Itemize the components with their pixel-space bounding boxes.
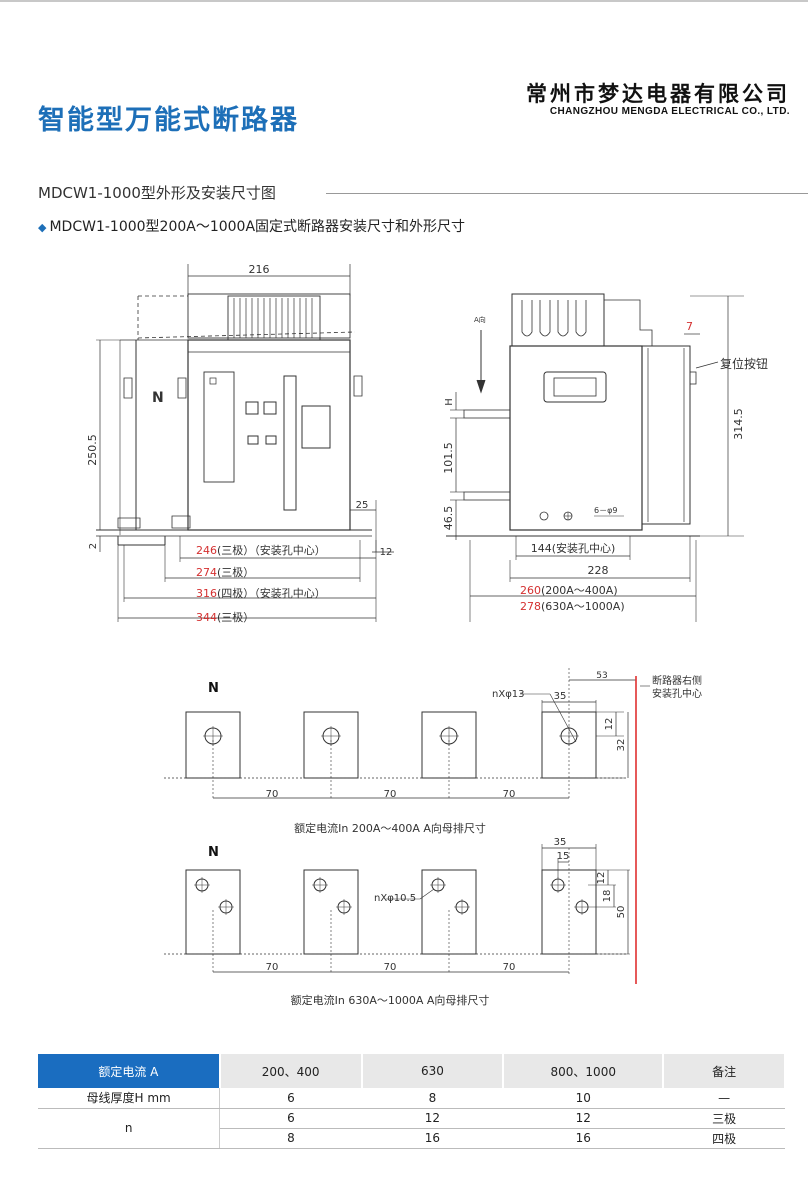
- busbar-200-400: [164, 668, 650, 800]
- dim-12: 12: [380, 547, 393, 558]
- busbar2-hole-label: nXφ10.5: [374, 893, 416, 904]
- busbar-630-1000: [164, 844, 630, 974]
- table-header-cell: 额定电流 A: [38, 1054, 221, 1088]
- dim-316-num: 316: [196, 587, 217, 600]
- table-cell: 8: [219, 1128, 362, 1149]
- dim-46-5: 46.5: [442, 506, 455, 531]
- dim-278-num: 278: [520, 600, 541, 613]
- busbar2-dim-50: 50: [616, 906, 627, 919]
- spec-table: 额定电流 A 200、400 630 800、1000 备注 母线厚度H mm …: [38, 1054, 786, 1149]
- dim-246-num: 246: [196, 544, 217, 557]
- busbar1-dim-32: 32: [616, 739, 627, 752]
- dim-7: 7: [686, 320, 693, 333]
- holes-6-phi-9: 6－φ9: [594, 506, 617, 515]
- busbar1-spacing-1: 70: [266, 789, 279, 800]
- table-row: 8 16 16 四极: [38, 1128, 785, 1149]
- dim-250-5: 250.5: [86, 434, 99, 466]
- page-title: 智能型万能式断路器: [38, 105, 299, 136]
- table-cell: 6: [219, 1088, 362, 1109]
- table-row: 母线厚度H mm 6 8 10 —: [38, 1088, 785, 1109]
- table-cell: 四极: [663, 1128, 785, 1149]
- table-cell: 16: [361, 1128, 504, 1149]
- dim-344: 344(三极）: [196, 610, 254, 624]
- subtitle-text: MDCW1-1000型200A～1000A固定式断路器安装尺寸和外形尺寸: [49, 219, 466, 235]
- busbar2-spacing-1: 70: [266, 962, 279, 973]
- technical-drawing: 216 250.5 2 25 12 N 246(三极）（安装孔中心） 274(三…: [86, 263, 768, 1007]
- dim-2: 2: [88, 543, 99, 549]
- company-name-en: CHANGZHOU MENGDA ELECTRICAL CO., LTD.: [549, 106, 790, 117]
- arrow-a-label: A向: [474, 315, 486, 324]
- busbar2-n-label: N: [208, 845, 219, 860]
- table-cell: 8: [361, 1088, 504, 1109]
- dim-274: 274(三极）: [196, 565, 254, 579]
- dim-260: 260(200A～400A): [520, 584, 618, 597]
- top-rule: [0, 0, 808, 2]
- dim-216: 216: [249, 263, 270, 276]
- dim-274-text: (三极）: [217, 565, 254, 579]
- dim-344-text: (三极）: [217, 610, 254, 624]
- busbar1-spacing-3: 70: [503, 789, 516, 800]
- dim-344-num: 344: [196, 611, 217, 624]
- busbar2-dim-18: 18: [602, 890, 613, 903]
- diamond-icon: ◆: [38, 221, 47, 234]
- dim-144: 144(安装孔中心): [531, 541, 616, 555]
- company-name-cn: 常州市梦达电器有限公司: [526, 82, 790, 106]
- dim-316: 316(四极）（安装孔中心）: [196, 586, 326, 600]
- busbar1-n-label: N: [208, 681, 219, 696]
- front-n-label: N: [152, 390, 164, 406]
- table-header-cell: 800、1000: [503, 1054, 665, 1088]
- busbar1-dim-12: 12: [604, 718, 615, 731]
- dim-h: H: [444, 398, 455, 406]
- busbar1-hole-label: nXφ13: [492, 689, 525, 700]
- table-cell: 12: [361, 1108, 504, 1129]
- busbar2-caption: 额定电流In 630A～1000A A向母排尺寸: [291, 993, 490, 1007]
- section-title: MDCW1-1000型外形及安装尺寸图: [38, 184, 276, 202]
- busbar1-dim-35: 35: [554, 691, 567, 702]
- table-cell: 16: [503, 1128, 664, 1149]
- busbar1-note-line2: 安装孔中心: [652, 687, 702, 700]
- table-cell: 母线厚度H mm: [38, 1088, 221, 1109]
- section-rule: [326, 193, 808, 194]
- table-header-cell: 200、400: [219, 1054, 363, 1088]
- table-header-cell: 630: [361, 1054, 505, 1088]
- dim-278: 278(630A～1000A): [520, 600, 625, 613]
- dim-246: 246(三极）（安装孔中心）: [196, 543, 326, 557]
- front-view: [96, 264, 394, 622]
- dim-260-text: (200A～400A): [541, 584, 618, 597]
- table-cell: 10: [503, 1088, 664, 1109]
- busbar2-spacing-3: 70: [503, 962, 516, 973]
- side-view: [446, 293, 744, 622]
- dim-314-5: 314.5: [732, 408, 745, 440]
- busbar2-dim-12: 12: [596, 872, 607, 885]
- dim-260-num: 260: [520, 584, 541, 597]
- section-subtitle: ◆MDCW1-1000型200A～1000A固定式断路器安装尺寸和外形尺寸: [38, 216, 465, 236]
- reset-button-label: 复位按钮: [720, 356, 768, 371]
- table-cell: 6: [219, 1108, 362, 1129]
- busbar2-dim-15: 15: [557, 851, 570, 862]
- table-cell: —: [663, 1088, 785, 1109]
- busbar1-spacing-2: 70: [384, 789, 397, 800]
- busbar1-note-line1: 断路器右侧: [652, 674, 702, 687]
- dim-101-5: 101.5: [442, 442, 455, 474]
- busbar2-spacing-2: 70: [384, 962, 397, 973]
- dim-228: 228: [588, 564, 609, 577]
- busbar2-dim-35: 35: [554, 837, 567, 848]
- dim-316-text: (四极）（安装孔中心）: [217, 586, 326, 600]
- table-cell: 12: [503, 1108, 664, 1129]
- dim-274-num: 274: [196, 566, 217, 579]
- table-header-cell: 备注: [663, 1054, 786, 1088]
- busbar1-caption: 额定电流In 200A～400A A向母排尺寸: [294, 821, 486, 835]
- table-cell: n: [38, 1108, 221, 1149]
- dim-25: 25: [356, 500, 369, 511]
- table-header-row: 额定电流 A 200、400 630 800、1000 备注: [38, 1054, 786, 1088]
- dim-278-text: (630A～1000A): [541, 600, 625, 613]
- busbar1-dim-53: 53: [596, 671, 607, 681]
- dim-246-text: (三极）（安装孔中心）: [217, 543, 326, 557]
- table-row: n 6 12 12 三极: [38, 1108, 785, 1149]
- table-cell: 三极: [663, 1108, 785, 1129]
